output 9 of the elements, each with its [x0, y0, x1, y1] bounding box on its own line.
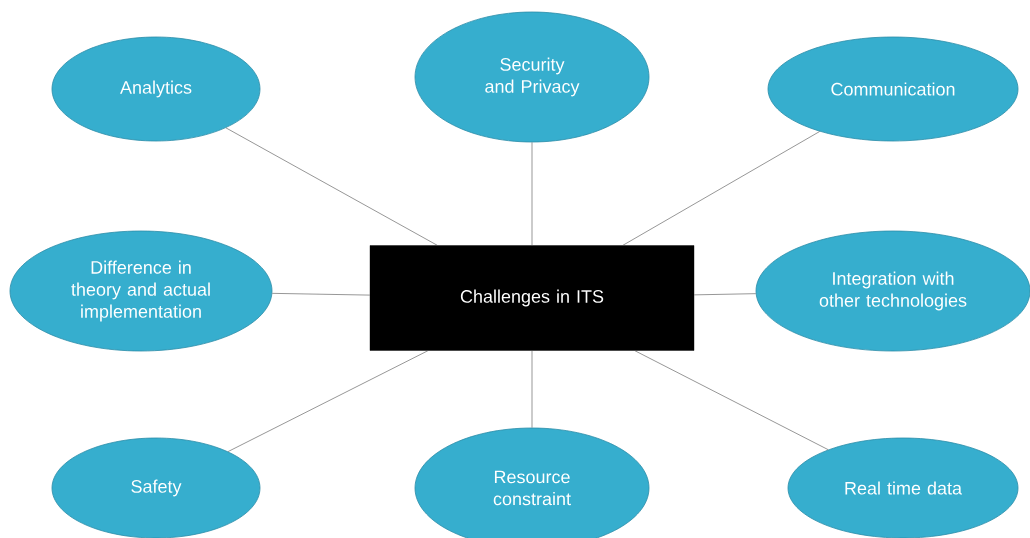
connector-line [622, 131, 820, 246]
connector-line [693, 293, 757, 296]
connector-line [531, 142, 533, 246]
connector-line [634, 350, 829, 450]
connector-line [227, 350, 429, 452]
title-box: Challenges in ITS [369, 245, 695, 351]
connector-line [531, 350, 533, 428]
connector-line [225, 127, 438, 246]
connector-line [272, 293, 371, 296]
